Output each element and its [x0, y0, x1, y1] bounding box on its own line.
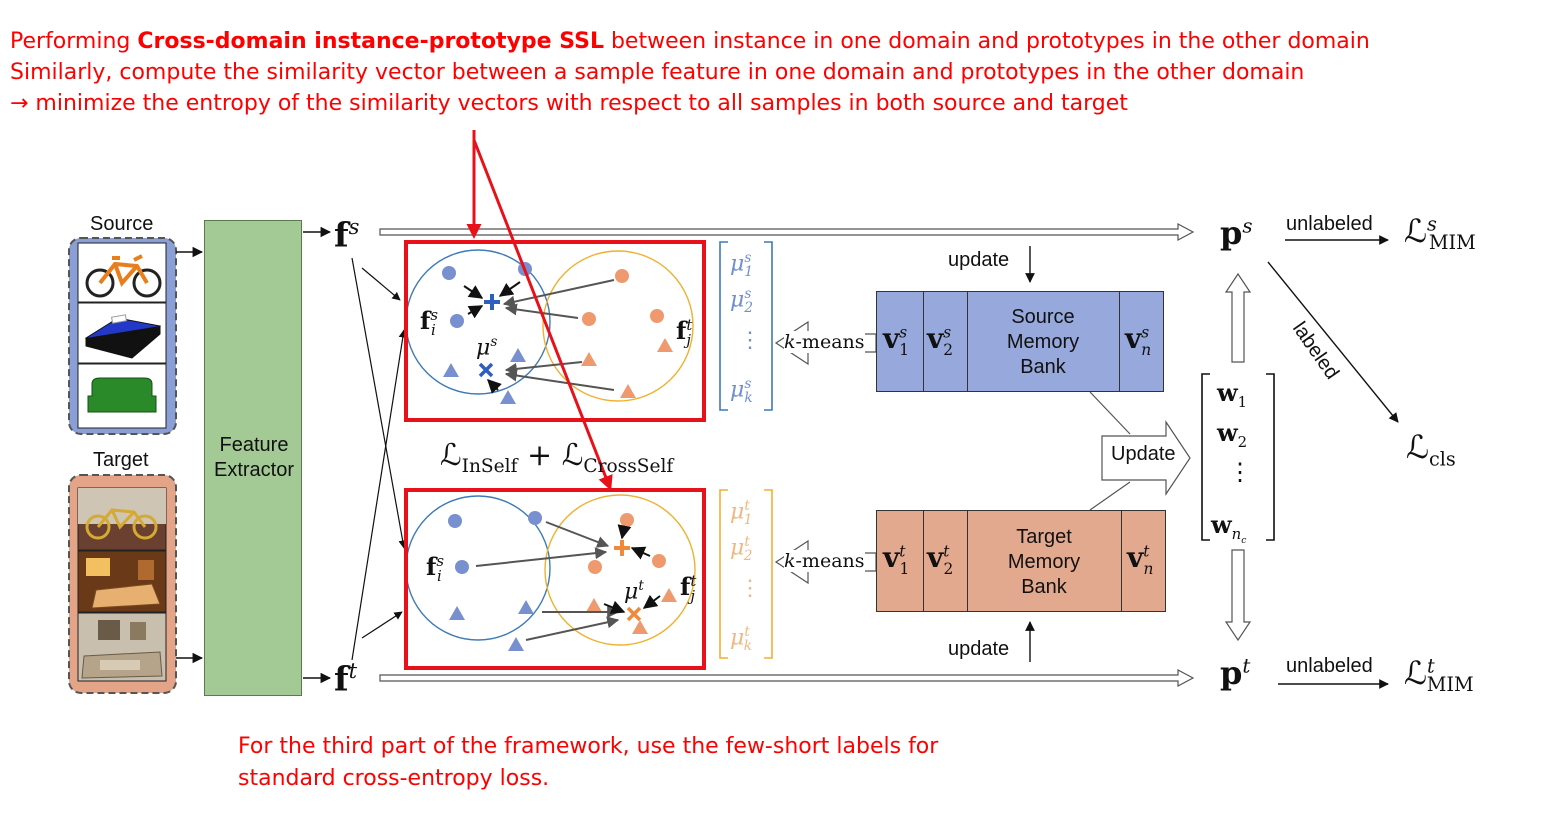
target-mim-loss: ℒtMIM [1404, 654, 1474, 697]
target-kmeans-label: k-means [784, 550, 865, 572]
target-label: Target [93, 449, 149, 471]
sofa-icon [77, 363, 167, 429]
annotation-bottom-line2: standard cross-entropy loss. [238, 766, 550, 791]
bike-icon [77, 242, 167, 303]
lower-ft-label: ftj [680, 572, 697, 605]
update-arrow-label: Update [1111, 443, 1176, 465]
source-kmeans-label: k-means [784, 331, 865, 353]
annotation-bottom-line1: For the third part of the framework, use… [238, 734, 939, 759]
lower-mu-label: μt [624, 578, 644, 605]
lower-fs-label: fsi [426, 552, 444, 585]
update-arrow [1101, 420, 1191, 496]
source-prototype-2: μs2 [730, 286, 753, 316]
source-bank-vn: vsn [1125, 322, 1152, 359]
source-bank-v1: vs1 [883, 322, 909, 359]
target-prototype-dots: ⋮ [739, 576, 761, 601]
bike-photo [77, 487, 167, 551]
classifier-w2: w2 [1217, 418, 1248, 451]
target-bank-v1: vt1 [883, 541, 910, 578]
update-label-top: update [948, 249, 1010, 271]
source-prototype-1: μs1 [730, 250, 753, 280]
source-feature-label: fs [334, 214, 360, 256]
source-path-arrow [379, 223, 1195, 241]
upper-mu-label: μs [476, 334, 498, 361]
source-prototype-k: μsk [730, 376, 753, 406]
unlabeled-label-top: unlabeled [1286, 213, 1373, 235]
bed-icon [77, 302, 167, 364]
upper-fs-label: fsi [420, 306, 438, 339]
lower-cluster [405, 494, 696, 651]
annotation-top-line2: Similarly, compute the similarity vector… [10, 60, 1305, 85]
bedroom-photo [77, 550, 167, 613]
target-prediction-label: pt [1220, 654, 1251, 692]
target-prototype-1: μt1 [730, 498, 753, 528]
source-label: Source [90, 213, 154, 235]
upper-ft-label: ftj [676, 316, 693, 349]
upper-highlight-box [404, 240, 706, 422]
source-bank-v2: vs2 [927, 322, 953, 359]
classifier-w1: w1 [1217, 378, 1248, 411]
unlabeled-label-bottom: unlabeled [1286, 655, 1373, 677]
target-feature-label: ft [334, 658, 358, 700]
annotation-top-line3: → minimize the entropy of the similarity… [10, 91, 1128, 116]
target-prototype-2: μt2 [730, 534, 753, 564]
annotation-top-line1: Performing Cross-domain instance-prototy… [10, 29, 1370, 54]
source-prototype-dots: ⋮ [739, 328, 761, 353]
target-path-arrow [379, 669, 1195, 687]
source-prediction-label: ps [1220, 214, 1253, 252]
classifier-wnc: wnc [1211, 510, 1247, 546]
self-supervised-loss-label: ℒInSelf + ℒCrossSelf [440, 438, 674, 477]
target-prototype-k: μtk [730, 624, 753, 654]
source-mim-loss: ℒsMIM [1404, 212, 1476, 255]
target-bank-v2: vt2 [927, 541, 954, 578]
lower-highlight-box [404, 488, 706, 670]
living-room-photo [77, 612, 167, 682]
classification-loss: ℒcls [1406, 428, 1456, 471]
update-label-bottom: update [948, 638, 1010, 660]
classifier-dots: ⋮ [1228, 458, 1252, 486]
target-bank-vn: vtn [1127, 541, 1154, 578]
